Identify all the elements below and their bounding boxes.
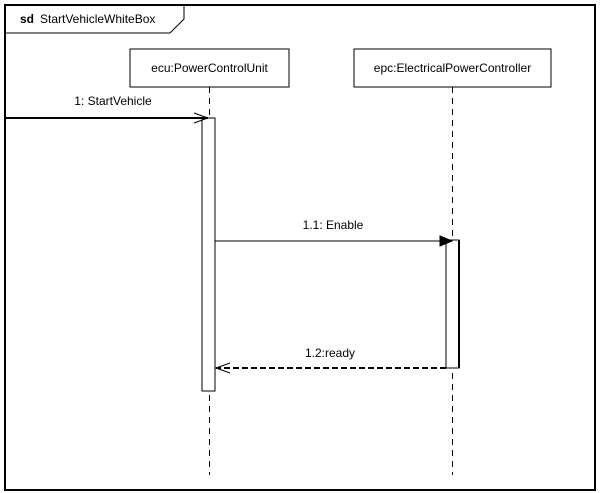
message-label: 1.2:ready xyxy=(305,346,355,360)
message-ready[interactable]: 1.2:ready xyxy=(214,346,446,374)
activation-ecu xyxy=(201,117,216,392)
lifeline-label-epc: epc:ElectricalPowerController xyxy=(374,61,531,75)
frame-tab xyxy=(5,5,185,34)
lifeline-head-ecu[interactable] xyxy=(129,48,290,88)
lifeline-label-ecu: ecu:PowerControlUnit xyxy=(151,61,268,75)
frame-title: StartVehicleWhiteBox xyxy=(40,12,155,26)
message-start-vehicle[interactable]: 1: StartVehicle xyxy=(5,94,210,124)
message-label: 1: StartVehicle xyxy=(74,94,152,108)
filled-arrowhead-icon xyxy=(439,235,454,247)
diagram-frame xyxy=(4,4,596,491)
open-arrowhead-icon xyxy=(214,362,231,374)
open-arrowhead-icon xyxy=(193,112,210,124)
lifeline-ecu[interactable]: ecu:PowerControlUnit xyxy=(129,48,290,475)
message-enable[interactable]: 1.1: Enable xyxy=(215,218,454,247)
frame-keyword: sd xyxy=(20,12,34,26)
lifeline-epc[interactable]: epc:ElectricalPowerController xyxy=(353,48,552,475)
activation-epc xyxy=(445,239,460,369)
message-label: 1.1: Enable xyxy=(303,218,364,232)
